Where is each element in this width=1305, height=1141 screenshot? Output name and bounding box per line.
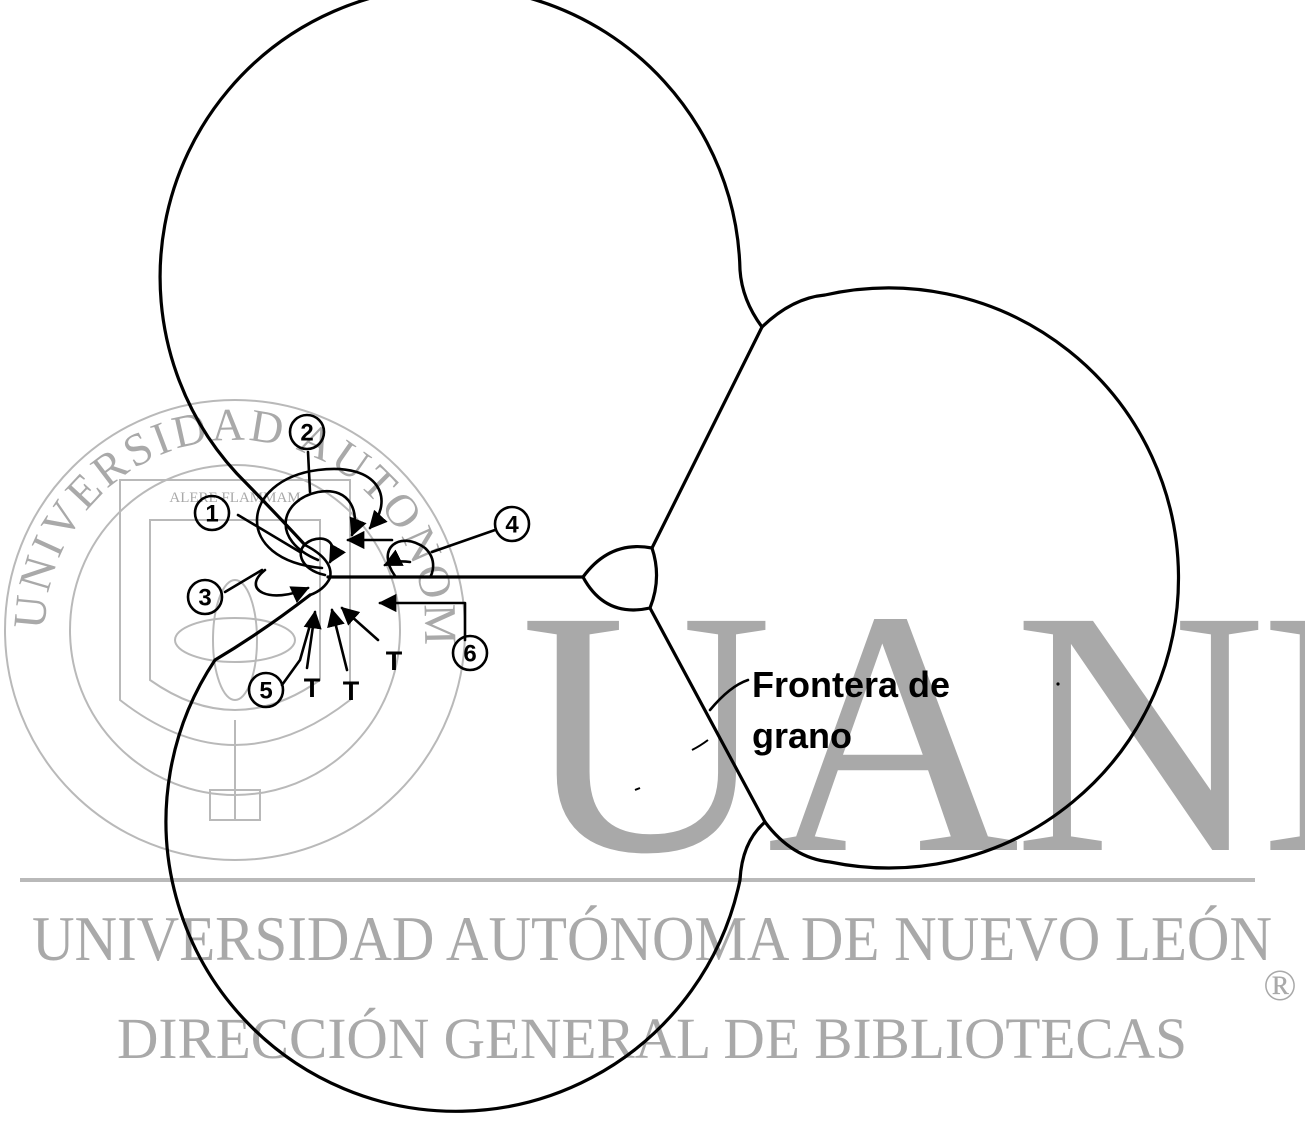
grain-right — [760, 286, 1181, 870]
grain-bottom — [164, 593, 767, 1113]
marker-3: 3 — [186, 578, 224, 616]
directorate-name: DIRECCIÓN GENERAL DE BIBLIOTECAS — [117, 1006, 1187, 1071]
svg-text:5: 5 — [259, 678, 272, 705]
svg-text:2: 2 — [300, 420, 313, 447]
t-label-1: T — [304, 673, 321, 703]
marker-6: 6 — [451, 634, 489, 672]
svg-text:6: 6 — [463, 641, 476, 668]
grain-outlines — [158, 0, 1181, 1113]
mechanism-paths — [223, 450, 750, 791]
triple-junction-pore — [581, 545, 659, 612]
t-label-3: T — [386, 646, 403, 676]
seal-inner-text: ALERE FLAMMAM — [169, 490, 300, 506]
university-name: UNIVERSIDAD AUTÓNOMA DE NUEVO LEÓN — [32, 903, 1272, 974]
marker-5: 5 — [247, 671, 285, 709]
t-label-2: T — [343, 676, 360, 706]
registered-mark: ® — [1263, 961, 1296, 1010]
marker-2: 2 — [288, 413, 326, 451]
grain-boundary-label-line1: Frontera de — [752, 664, 950, 705]
neck-region — [303, 543, 332, 597]
grain-top — [158, 0, 764, 547]
svg-text:3: 3 — [198, 585, 211, 612]
grain-boundary-label-line2: grano — [752, 715, 852, 756]
grain-boundaries — [326, 325, 767, 824]
marker-1: 1 — [193, 494, 231, 532]
marker-4: 4 — [493, 505, 531, 543]
svg-text:4: 4 — [505, 512, 519, 539]
svg-text:1: 1 — [205, 501, 218, 528]
